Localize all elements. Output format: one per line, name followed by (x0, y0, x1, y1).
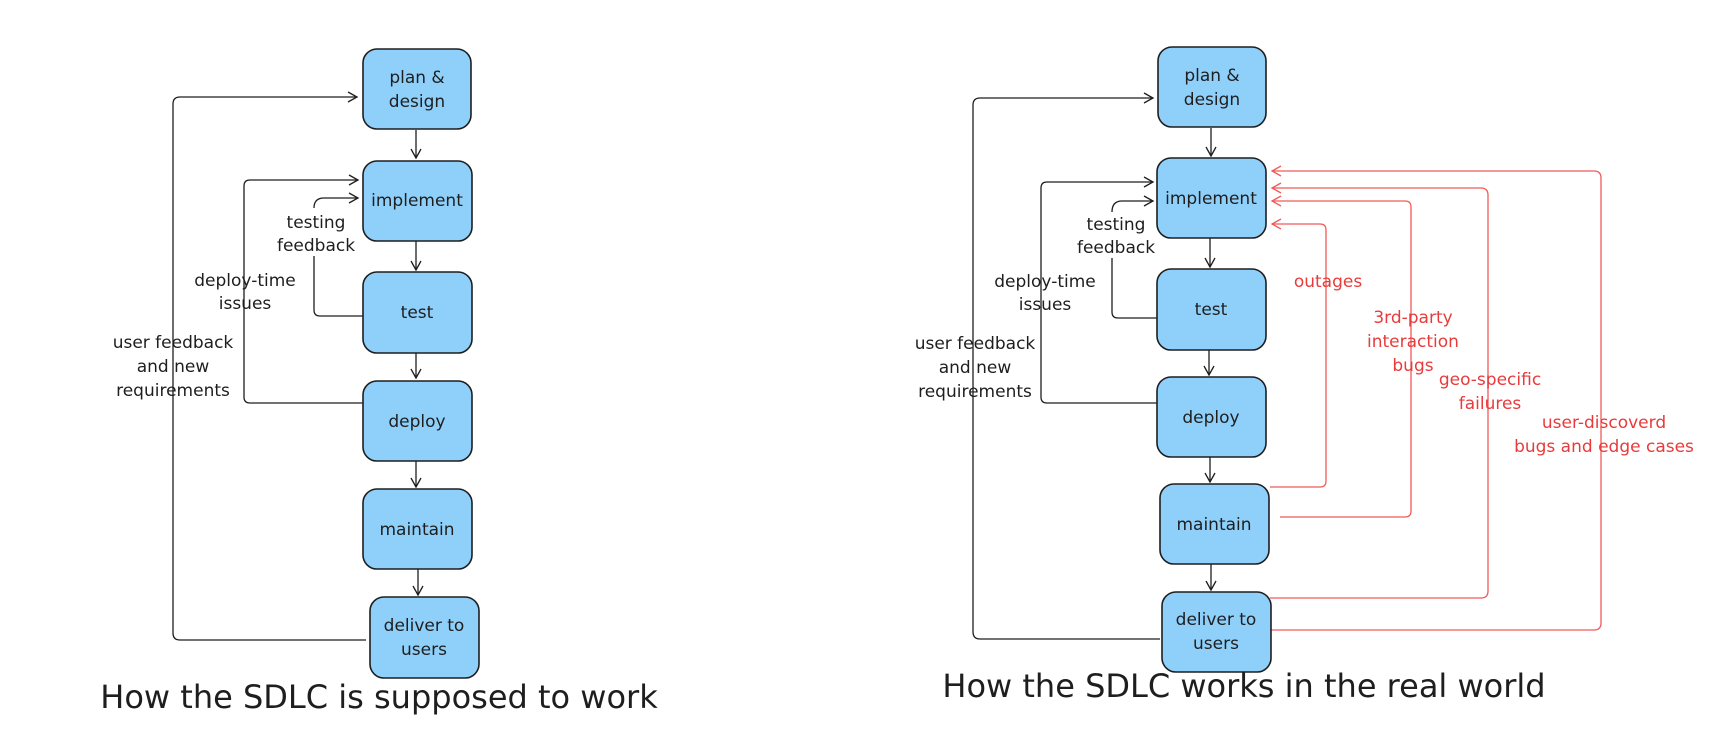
right-label-user-feedback: user feedback and new requirements (915, 334, 1036, 402)
label-line: bugs (1392, 356, 1433, 376)
node-label: deploy (388, 412, 445, 432)
right-diagram: plan & design implement test deploy main… (915, 46, 1694, 705)
right-node-plan: plan & design (1157, 46, 1267, 128)
node-label: deliver to (384, 616, 465, 636)
node-label: maintain (1176, 515, 1251, 535)
label-line: bugs and edge cases (1514, 437, 1694, 457)
third-party-bugs-loop (1270, 195, 1412, 518)
label-line: feedback (1077, 238, 1155, 258)
label-line: user-discoverd (1542, 413, 1666, 433)
right-label-outages: outages (1294, 272, 1363, 292)
label-line: testing (1087, 215, 1146, 235)
node-label: maintain (379, 520, 454, 540)
label-line: requirements (918, 382, 1032, 402)
user-feedback-loop (172, 91, 366, 641)
testing-feedback-arrow (1111, 195, 1155, 213)
left-label-user-feedback: user feedback and new requirements (113, 333, 234, 401)
testing-feedback-line (1111, 258, 1160, 319)
right-label-deploy-time-issues: deploy-time issues (994, 272, 1095, 315)
label-line: testing (287, 213, 346, 233)
left-node-maintain: maintain (362, 488, 473, 570)
label-line: 3rd-party (1373, 308, 1452, 328)
node-label: design (389, 92, 445, 112)
outages-loop (1270, 218, 1327, 488)
node-label: deliver to (1176, 610, 1257, 630)
left-node-implement: implement (362, 160, 473, 242)
right-label-testing-feedback: testing feedback (1077, 215, 1155, 258)
left-node-deliver: deliver to users (369, 596, 480, 679)
node-label: users (401, 640, 447, 660)
label-line: issues (1019, 295, 1072, 315)
node-label: implement (371, 191, 463, 211)
label-line: user feedback (113, 333, 234, 353)
label-line: deploy-time (194, 271, 295, 291)
right-node-deploy: deploy (1156, 376, 1267, 458)
label-line: requirements (116, 381, 230, 401)
label-line: and new (137, 357, 210, 377)
node-label: users (1193, 634, 1239, 654)
geo-specific-failures-loop (1270, 182, 1489, 599)
label-line: issues (219, 294, 272, 314)
label-line: failures (1459, 394, 1522, 414)
label-line: geo-specific (1439, 370, 1541, 390)
node-label: test (1195, 300, 1228, 320)
right-label-geo-specific: geo-specific failures (1439, 370, 1541, 414)
node-label: plan & (1184, 66, 1239, 86)
left-diagram-title: How the SDLC is supposed to work (100, 678, 658, 716)
label-line: feedback (277, 236, 355, 256)
node-label: deploy (1182, 408, 1239, 428)
label-line: and new (939, 358, 1012, 378)
node-label: implement (1165, 189, 1257, 209)
right-node-deliver: deliver to users (1161, 591, 1272, 673)
left-label-deploy-time-issues: deploy-time issues (194, 271, 295, 314)
left-node-plan: plan & design (362, 48, 472, 130)
label-line: interaction (1367, 332, 1459, 352)
right-connectors (972, 92, 1217, 640)
user-discovered-bugs-loop (1270, 165, 1602, 631)
left-node-deploy: deploy (362, 380, 473, 462)
label-line: deploy-time (994, 272, 1095, 292)
label-line: outages (1294, 272, 1363, 292)
testing-feedback-arrow (313, 192, 360, 209)
right-node-implement: implement (1156, 157, 1267, 239)
left-node-test: test (362, 271, 473, 354)
left-diagram: plan & design implement test deploy main… (100, 48, 658, 716)
right-node-test: test (1156, 268, 1267, 351)
right-node-maintain: maintain (1159, 483, 1270, 565)
node-label: test (401, 303, 434, 323)
left-connectors (172, 91, 424, 641)
deploy-time-issues-loop (1040, 176, 1160, 404)
testing-feedback-line (313, 256, 366, 317)
deploy-time-issues-loop (243, 174, 366, 404)
node-label: plan & (389, 68, 444, 88)
right-label-user-discovered: user-discoverd bugs and edge cases (1514, 413, 1694, 457)
user-feedback-loop (972, 92, 1160, 640)
node-label: design (1184, 90, 1240, 110)
label-line: user feedback (915, 334, 1036, 354)
right-red-loops (1270, 165, 1602, 631)
left-label-testing-feedback: testing feedback (277, 213, 355, 256)
right-label-third-party: 3rd-party interaction bugs (1367, 308, 1459, 376)
right-diagram-title: How the SDLC works in the real world (942, 667, 1545, 705)
